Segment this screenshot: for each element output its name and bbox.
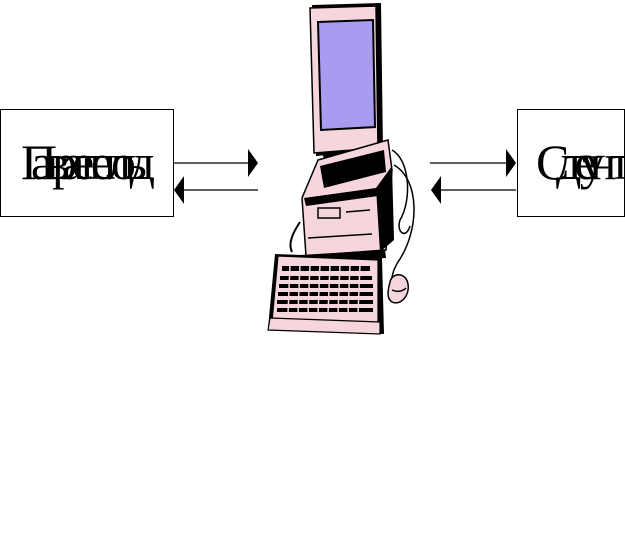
teacher-box: Препод аватель xyxy=(0,109,174,217)
monitor xyxy=(309,3,383,164)
arrow-student-to-computer xyxy=(431,176,516,204)
arrow-computer-to-student xyxy=(430,149,516,177)
keyboard xyxy=(267,254,384,335)
mouse xyxy=(387,274,409,304)
student-label-layer-2: дент xyxy=(556,134,625,190)
teacher-label-layer-2: аватель xyxy=(31,134,147,190)
system-unit xyxy=(300,139,394,262)
arrow-computer-to-teacher xyxy=(174,176,258,204)
arrow-teacher-to-computer xyxy=(174,149,258,177)
student-label-layer-1: Сту xyxy=(536,134,605,190)
teacher-label-layer-1: Препод xyxy=(21,134,155,190)
